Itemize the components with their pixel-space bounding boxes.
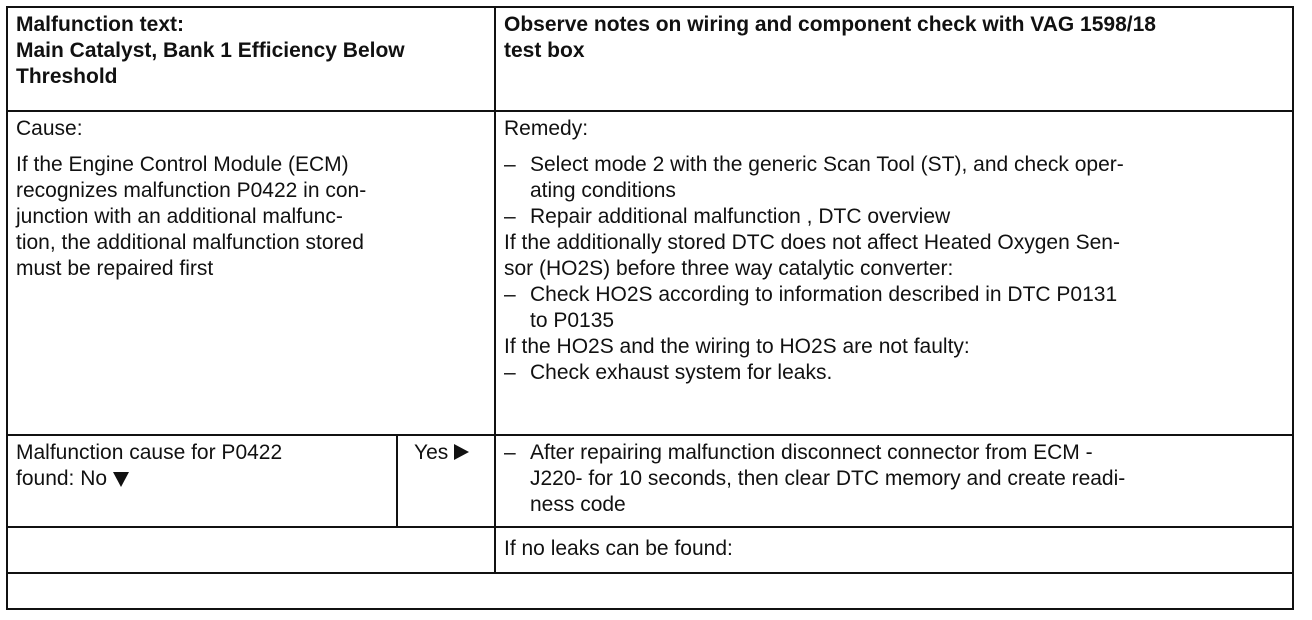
cause-line: junction with an additional malfunc- [16, 205, 343, 228]
dash-bullet: – [504, 153, 516, 176]
cause-line: If the Engine Control Module (ECM) [16, 153, 349, 176]
cause-line: recognizes malfunction P0422 in con- [16, 179, 367, 202]
cause-remedy-row: Cause: If the Engine Control Module (ECM… [8, 112, 1292, 436]
remedy-step: – Repair additional malfunction , DTC ov… [504, 204, 1284, 230]
arrow-down-icon [113, 472, 130, 487]
remedy-step: – Select mode 2 with the generic Scan To… [504, 152, 1284, 204]
remedy-step-line: Check HO2S according to information desc… [530, 283, 1118, 306]
remedy-steps: – Select mode 2 with the generic Scan To… [504, 152, 1284, 386]
action-line: ness code [530, 493, 626, 516]
column-divider [494, 436, 496, 526]
question-cell: Malfunction cause for P0422 found: No [8, 436, 396, 526]
column-divider [494, 528, 496, 572]
remedy-condition: If the HO2S and the wiring to HO2S are n… [504, 335, 970, 358]
remedy-step-line: to P0135 [530, 309, 615, 332]
dash-bullet: – [504, 205, 516, 228]
cause-description: If the Engine Control Module (ECM) recog… [16, 152, 486, 282]
malfunction-text-label: Malfunction text: [16, 13, 184, 36]
no-leaks-text: If no leaks can be found: [504, 537, 733, 560]
remedy-step-line: ating conditions [530, 179, 676, 202]
malfunction-title-line: Threshold [16, 65, 118, 88]
malfunction-text-cell: Malfunction text: Main Catalyst, Bank 1 … [8, 8, 494, 110]
empty-cell [8, 528, 494, 572]
remedy-cell: Remedy: – Select mode 2 with the generic… [496, 112, 1292, 434]
cause-line: must be repaired first [16, 257, 214, 280]
yes-label: Yes [414, 441, 449, 464]
remedy-label: Remedy: [504, 117, 589, 140]
dash-bullet: – [504, 361, 516, 384]
question-answer: found: No [16, 467, 108, 490]
cause-label: Cause: [16, 117, 83, 140]
dash-bullet: – [504, 283, 516, 306]
column-divider [494, 112, 496, 434]
wiring-notes-line: Observe notes on wiring and component ch… [504, 13, 1156, 36]
remedy-step-line: Check exhaust system for leaks. [530, 361, 833, 384]
action-line: After repairing malfunction disconnect c… [530, 441, 1093, 464]
remedy-step-line: Select mode 2 with the generic Scan Tool… [530, 153, 1124, 176]
action-step: – After repairing malfunction disconnect… [504, 440, 1284, 518]
column-divider [396, 436, 398, 526]
wiring-notes-line: test box [504, 39, 585, 62]
remedy-condition: sor (HO2S) before three way catalytic co… [504, 257, 954, 280]
yes-cell: Yes [398, 436, 494, 526]
column-divider [494, 8, 496, 110]
action-cell: – After repairing malfunction disconnect… [496, 436, 1292, 526]
header-row: Malfunction text: Main Catalyst, Bank 1 … [8, 8, 1292, 112]
wiring-notes-cell: Observe notes on wiring and component ch… [496, 8, 1292, 110]
diagnostic-table: Malfunction text: Main Catalyst, Bank 1 … [6, 6, 1294, 610]
question-line: found: No [16, 466, 388, 492]
no-leaks-row: If no leaks can be found: [8, 528, 1292, 574]
cause-line: tion, the additional malfunction stored [16, 231, 364, 254]
remedy-step: – Check exhaust system for leaks. [504, 360, 1284, 386]
remedy-step-line: Repair additional malfunction , DTC over… [530, 205, 951, 228]
action-line: J220- for 10 seconds, then clear DTC mem… [530, 467, 1126, 490]
remedy-step: – Check HO2S according to information de… [504, 282, 1284, 334]
remedy-condition: If the additionally stored DTC does not … [504, 231, 1120, 254]
cause-cell: Cause: If the Engine Control Module (ECM… [8, 112, 494, 434]
arrow-right-icon [454, 444, 470, 460]
no-leaks-cell: If no leaks can be found: [496, 528, 1292, 572]
malfunction-title-line: Main Catalyst, Bank 1 Efficiency Below [16, 39, 405, 62]
question-line: Malfunction cause for P0422 [16, 441, 283, 464]
empty-bottom-row [8, 574, 1292, 608]
dash-bullet: – [504, 441, 516, 464]
result-row: Malfunction cause for P0422 found: No Ye… [8, 436, 1292, 528]
